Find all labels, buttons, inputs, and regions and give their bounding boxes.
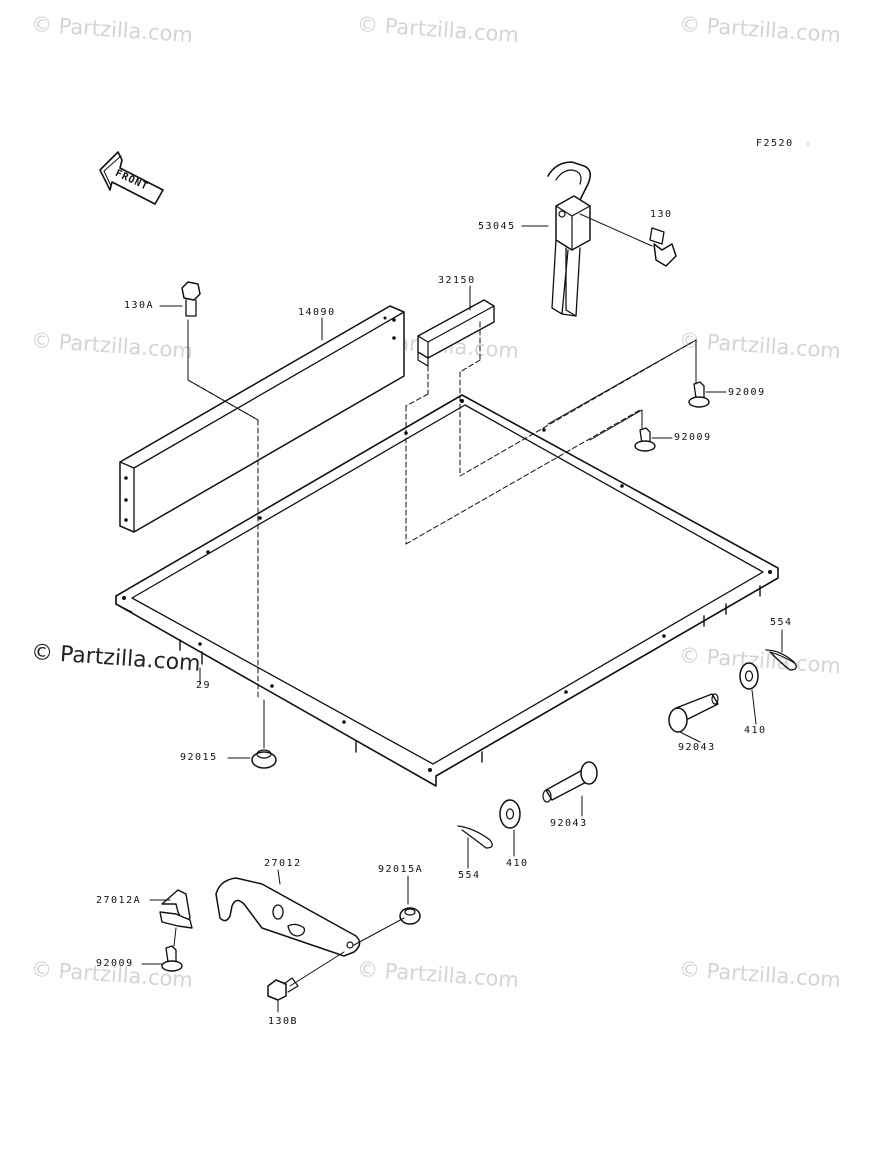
front-arrow-icon xyxy=(99,151,164,205)
bolt-130A xyxy=(181,281,201,317)
part-label-92009-bottom: 92009 xyxy=(96,958,134,969)
part-label-92043-right: 92043 xyxy=(678,742,716,753)
part-label-92015: 92015 xyxy=(180,752,218,763)
bolt-130 xyxy=(649,227,677,267)
pin-92043-right xyxy=(668,693,719,733)
bracket-32150 xyxy=(417,299,495,367)
plate-27012 xyxy=(215,877,361,957)
clip-554-lower xyxy=(457,825,493,849)
part-label-frame: 29 xyxy=(196,680,212,691)
part-label-27012: 27012 xyxy=(264,858,302,869)
part-label-92009-upper: 92009 xyxy=(728,387,766,398)
pin-92009-bottom xyxy=(161,945,183,972)
part-label-27012A: 27012A xyxy=(96,895,142,906)
side-board-14090 xyxy=(119,305,405,533)
part-label-130A: 130A xyxy=(124,300,155,311)
part-label-32150: 32150 xyxy=(438,275,476,286)
pin-92009-lower xyxy=(634,427,656,452)
part-label-554-lower: 554 xyxy=(458,870,481,881)
part-label-14090: 14090 xyxy=(298,307,336,318)
pin-92043-lower xyxy=(542,761,598,803)
part-label-410-right: 410 xyxy=(744,725,767,736)
part-label-92009-lower: 92009 xyxy=(674,432,712,443)
bolt-130B xyxy=(267,977,299,1001)
part-label-130: 130 xyxy=(650,209,673,220)
dashed-leader-lines xyxy=(187,321,697,701)
latch-53045 xyxy=(547,161,592,317)
part-label-92043-lower: 92043 xyxy=(550,818,588,829)
part-label-554-right: 554 xyxy=(770,617,793,628)
nut-92015 xyxy=(251,749,277,769)
part-label-410-lower: 410 xyxy=(506,858,529,869)
clip-554-right xyxy=(765,649,797,671)
figure-code: F2520 xyxy=(756,138,794,149)
part-label-53045: 53045 xyxy=(478,221,516,232)
part-label-130B: 130B xyxy=(268,1016,299,1027)
bed-frame xyxy=(115,394,779,787)
part-label-92015A: 92015A xyxy=(378,864,424,875)
washer-410-right xyxy=(739,662,759,690)
washer-410-lower xyxy=(499,799,521,829)
nut-92015A xyxy=(399,907,421,925)
pin-92009-upper xyxy=(688,381,710,408)
bracket-27012A xyxy=(159,889,193,929)
